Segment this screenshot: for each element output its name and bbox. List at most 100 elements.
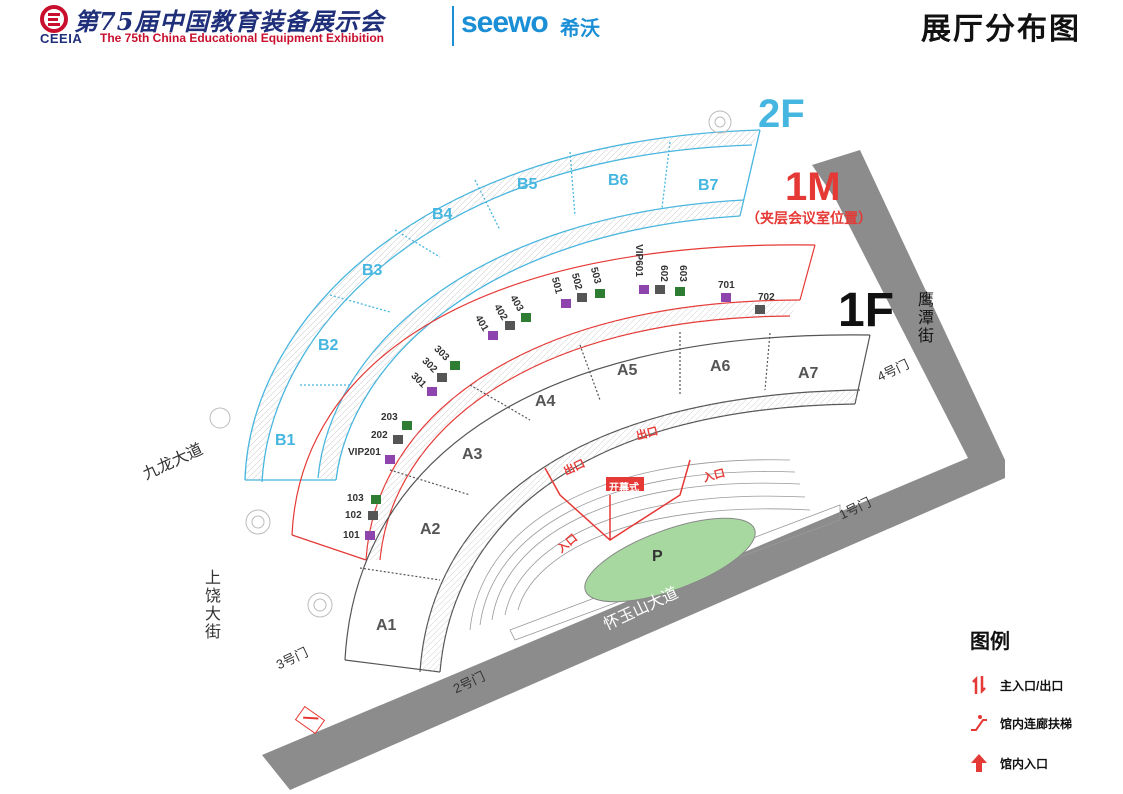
zone-b7: B7	[698, 177, 719, 194]
legend-label-main-entrance: 主入口/出口	[1000, 678, 1064, 693]
zone-a2: A2	[420, 521, 441, 538]
room-block-501	[561, 299, 571, 308]
room-501: 501	[548, 276, 564, 295]
room-block-303	[450, 361, 460, 370]
zone-a7: A7	[798, 365, 819, 382]
zone-b5: B5	[517, 176, 538, 193]
zone-b1: B1	[275, 432, 296, 449]
room-block-701	[721, 293, 731, 302]
room-block-203	[402, 421, 412, 430]
room-502: 502	[568, 272, 584, 291]
zone-b6: B6	[608, 172, 629, 189]
roads	[262, 150, 1005, 790]
room-block-103	[371, 495, 381, 504]
entry-marker-2: 入口	[702, 467, 727, 485]
room-blocks	[365, 285, 765, 540]
hall-entrance-icon	[971, 754, 987, 772]
header: 第75届中国教育装备展示会 CEEIA The 75th China Educa…	[0, 0, 620, 60]
room-103: 103	[347, 493, 364, 504]
zone-a6: A6	[710, 358, 731, 375]
street-yingtan: 鹰潭街	[918, 292, 935, 345]
zone-a1: A1	[376, 617, 397, 634]
room-block-VIP601	[639, 285, 649, 294]
room-403: 403	[507, 293, 526, 314]
header-divider	[452, 6, 454, 46]
room-block-202	[393, 435, 403, 444]
zone-b2: B2	[318, 337, 339, 354]
legend-item-escalator: 馆内连廊扶梯	[968, 712, 1072, 734]
room-303: 303	[431, 343, 452, 364]
main-entrance-exit-icon	[972, 675, 986, 695]
room-block-603	[675, 287, 685, 296]
street-huaiyushan: 怀玉山大道	[601, 584, 681, 634]
legend-item-main-entrance: 主入口/出口	[968, 674, 1063, 696]
parking-label: P	[652, 548, 663, 565]
ceeia-logo-icon	[40, 5, 68, 33]
exit-marker-2: 出口	[635, 425, 660, 443]
legend-label-escalator: 馆内连廊扶梯	[1000, 716, 1073, 731]
floor-2f-label: 2F	[758, 92, 805, 136]
room-vip601: VIP601	[632, 244, 644, 277]
room-block-702	[755, 305, 765, 314]
exit-marker-1: 出口	[561, 457, 587, 478]
field	[584, 517, 756, 603]
room-block-602	[655, 285, 665, 294]
room-block-VIP201	[385, 455, 395, 464]
opening-ceremony-label: 开幕式	[609, 483, 639, 494]
page-title: 展厅分布图	[921, 13, 1081, 46]
room-302: 302	[419, 355, 440, 376]
room-block-402	[505, 321, 515, 330]
room-block-403	[521, 313, 531, 322]
room-block-302	[437, 373, 447, 382]
entry-marker-1: 入口	[555, 532, 580, 556]
floor-1m-note: （夹层会议室位置）	[746, 210, 872, 226]
brand-logo-cn: 希沃	[560, 18, 600, 40]
gate-3: 3号门	[273, 644, 311, 673]
room-203: 203	[381, 412, 398, 423]
room-602: 602	[657, 265, 669, 282]
room-401: 401	[472, 313, 491, 334]
legend-label-hall-entrance: 馆内入口	[1000, 756, 1049, 771]
room-101: 101	[343, 530, 360, 541]
room-102: 102	[345, 510, 362, 521]
escalator-icon	[971, 715, 987, 731]
zone-b4: B4	[432, 206, 453, 223]
legend-title: 图例	[970, 631, 1010, 653]
room-603: 603	[676, 265, 688, 282]
logo-english-title: The 75th China Educational Equipment Exh…	[100, 31, 385, 45]
zone-a4: A4	[535, 393, 556, 410]
room-block-502	[577, 293, 587, 302]
street-shangrao: 上饶大街	[205, 570, 222, 641]
main-entrance-road-icon	[294, 705, 326, 735]
gate-4: 4号门	[874, 356, 912, 385]
brand-logo: seewo	[461, 6, 549, 39]
room-vip201: VIP201	[348, 447, 381, 458]
logo-ceeia-text: CEEIA	[40, 31, 83, 46]
room-block-401	[488, 331, 498, 340]
room-402: 402	[491, 302, 510, 323]
room-701: 701	[718, 280, 735, 291]
zone-a3: A3	[462, 446, 483, 463]
floor-1m-label: 1M	[785, 165, 841, 209]
street-jiulong: 九龙大道	[140, 441, 206, 484]
room-301: 301	[408, 370, 429, 391]
room-block-101	[365, 531, 375, 540]
decor-circles	[209, 110, 732, 618]
room-202: 202	[371, 430, 388, 441]
room-702: 702	[758, 292, 775, 303]
room-block-503	[595, 289, 605, 298]
logo-chinese-title: 第75届中国教育装备展示会	[74, 7, 385, 36]
gate-1: 1号门	[836, 494, 874, 523]
opening-ceremony-badge	[606, 477, 644, 491]
room-block-102	[368, 511, 378, 520]
zone-b3: B3	[362, 262, 383, 279]
opening-route	[544, 459, 691, 541]
room-block-301	[427, 387, 437, 396]
gate-2: 2号门	[450, 668, 488, 697]
zone-a5: A5	[617, 362, 638, 379]
floor-1f-label: 1F	[838, 284, 895, 337]
legend-item-hall-entrance: 馆内入口	[968, 752, 1048, 774]
road-yingtan-huaiyushan	[262, 150, 1005, 790]
